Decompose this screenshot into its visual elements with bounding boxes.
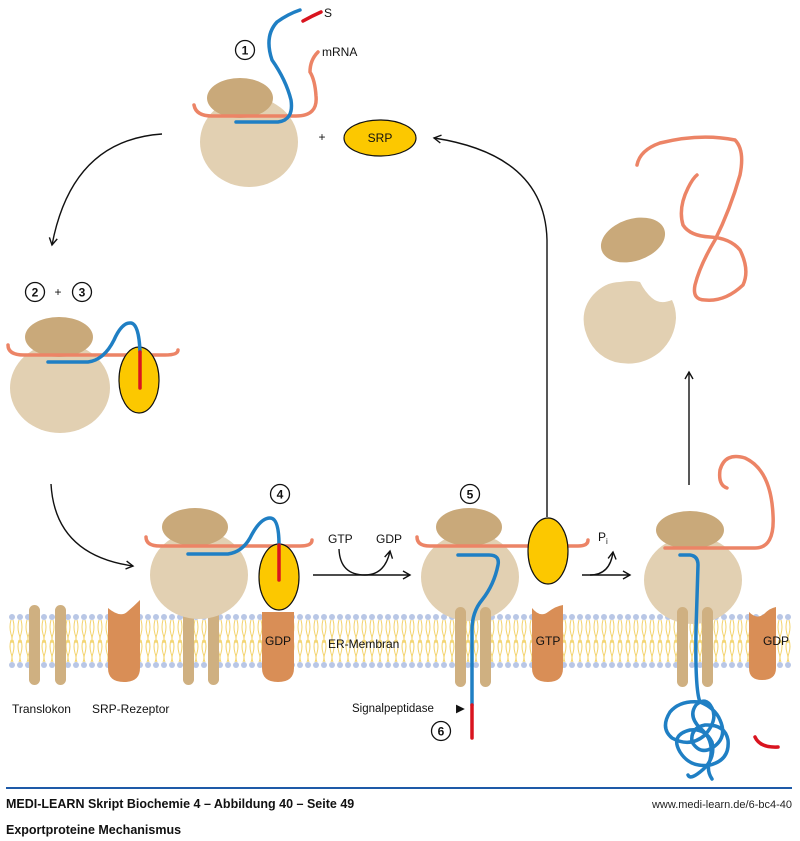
step-6-number: 6 bbox=[438, 725, 445, 739]
ribosome-small-subunit bbox=[25, 317, 93, 357]
mrna-strand bbox=[663, 454, 775, 550]
nascent-peptide bbox=[234, 8, 302, 124]
step-5-translocation: 5 GTP bbox=[415, 483, 590, 740]
translocon-left bbox=[183, 605, 194, 685]
ribosome-large-subunit bbox=[583, 281, 676, 364]
step-final-folding: GDP bbox=[644, 454, 789, 781]
footer-url[interactable]: www.medi-learn.de/6-bc4-40 bbox=[651, 799, 792, 811]
step-3-number: 3 bbox=[79, 286, 86, 300]
step-5-badge bbox=[459, 483, 481, 505]
step-2-3-srp-binding: 2 + 3 bbox=[6, 281, 180, 433]
mrna-strand bbox=[144, 535, 314, 548]
step-6-badge bbox=[430, 720, 452, 742]
step-2-badge bbox=[24, 281, 46, 303]
step-1-badge bbox=[234, 39, 256, 61]
ribosome-large-subunit bbox=[200, 97, 298, 187]
step-3-badge bbox=[71, 281, 93, 303]
mrna-strand bbox=[192, 50, 320, 118]
nascent-peptide bbox=[46, 321, 142, 364]
released-mrna bbox=[635, 135, 748, 302]
translocon-left bbox=[455, 607, 466, 687]
mrna-label: mRNA bbox=[322, 45, 357, 59]
step-4-number: 4 bbox=[277, 488, 284, 502]
receptor-gtp-label: GTP bbox=[536, 634, 561, 648]
ribosome-large-subunit bbox=[10, 343, 110, 433]
nascent-peptide bbox=[456, 553, 501, 707]
receptor-gdp-label-final: GDP bbox=[763, 634, 789, 648]
pi-label: Pi bbox=[598, 530, 608, 546]
footer-title: MEDI-LEARN Skript Biochemie 4 – Abbildun… bbox=[6, 797, 355, 811]
srp-receptor bbox=[262, 612, 294, 682]
folding-peptide bbox=[663, 553, 730, 781]
srp-label: SRP bbox=[368, 131, 393, 145]
ribosome-large-subunit bbox=[644, 536, 742, 624]
translocon-right bbox=[55, 605, 66, 685]
translocon-right bbox=[480, 607, 491, 687]
signal-sequence bbox=[301, 10, 323, 23]
mrna-strand bbox=[6, 343, 180, 357]
arrow-2-to-4 bbox=[50, 483, 135, 570]
gtp-label: GTP bbox=[328, 532, 353, 546]
pi-subscript: i bbox=[606, 537, 608, 546]
signalpeptidase-label: Signalpeptidase bbox=[352, 703, 434, 715]
gtp-hydrolysis-arrow bbox=[338, 548, 394, 576]
srp-particle bbox=[527, 517, 569, 585]
signal-label: S bbox=[324, 6, 332, 20]
ribosome-small-subunit bbox=[600, 217, 666, 263]
phosphate-release-arrow bbox=[589, 550, 617, 576]
step-1-number: 1 bbox=[242, 44, 249, 58]
translocon-right bbox=[702, 607, 713, 687]
nascent-peptide bbox=[186, 516, 281, 556]
step-4-docking: 4 GDP bbox=[144, 483, 314, 685]
free-srp-receptor bbox=[108, 600, 140, 682]
srp-receptor bbox=[749, 607, 776, 680]
ribosome-small-subunit bbox=[207, 78, 273, 118]
ribosome-small-subunit bbox=[656, 511, 724, 549]
er-membrane-label: ER-Membran bbox=[328, 637, 399, 651]
gdp-label: GDP bbox=[376, 532, 402, 546]
translokon-label: Translokon bbox=[12, 702, 71, 716]
translocon-left bbox=[29, 605, 40, 685]
free-translocon bbox=[29, 605, 66, 685]
footer-divider bbox=[6, 787, 792, 789]
signalpeptidase-pointer: ▶ bbox=[456, 703, 466, 715]
dissociated-ribosome bbox=[583, 135, 748, 364]
translocon-right bbox=[208, 605, 219, 685]
srp-receptor-label: SRP-Rezeptor bbox=[92, 702, 169, 716]
step-2-number: 2 bbox=[32, 286, 39, 300]
receptor-gdp-label: GDP bbox=[265, 634, 291, 648]
pi-main: P bbox=[598, 530, 606, 544]
footer-subtitle: Exportproteine Mechanismus bbox=[6, 823, 182, 837]
plus-sign: + bbox=[318, 130, 325, 144]
step-4-badge bbox=[269, 483, 291, 505]
ribosome-small-subunit bbox=[436, 508, 502, 546]
step-5-number: 5 bbox=[467, 488, 474, 502]
srp-receptor bbox=[532, 605, 563, 682]
arrow-srp-recycle bbox=[432, 134, 548, 517]
step-1-free-ribosome: S mRNA 1 + SRP bbox=[192, 6, 417, 187]
ribosome-small-subunit bbox=[162, 508, 228, 546]
cleaved-signal-sequence bbox=[753, 735, 780, 749]
translocon-left bbox=[677, 607, 688, 687]
arrow-1-to-2 bbox=[48, 133, 163, 247]
mrna-strand bbox=[415, 535, 590, 548]
plus-sign-2-3: + bbox=[54, 285, 61, 299]
srp-particle bbox=[343, 119, 417, 157]
